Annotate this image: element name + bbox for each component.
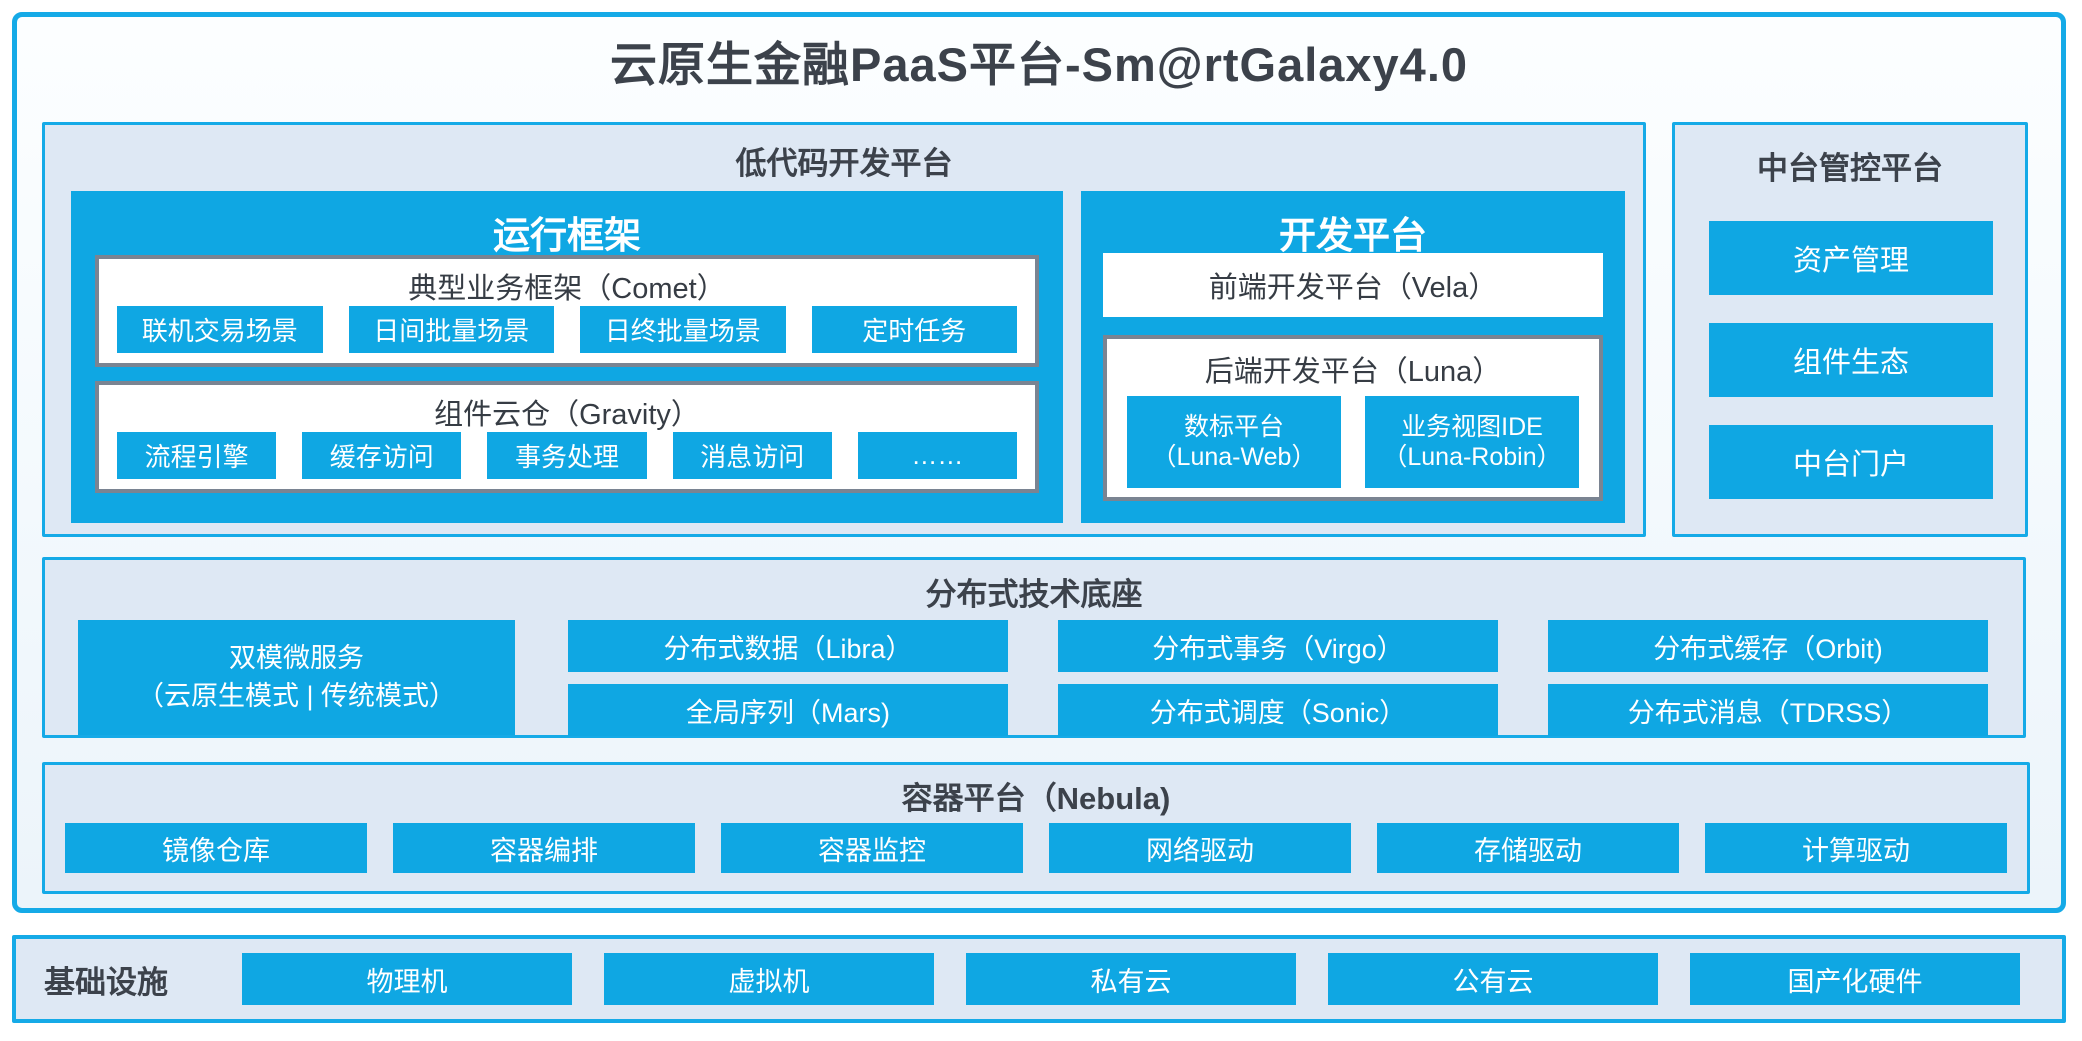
container-platform-title: 容器平台（Nebula) — [901, 781, 1171, 816]
compute-driver-item: 计算驱动 — [1705, 823, 2007, 873]
luna-robin-line1: 业务视图IDE — [1401, 413, 1543, 441]
luna-robin-item: 业务视图IDE （Luna-Robin） — [1365, 396, 1579, 488]
gravity-item: 流程引擎 — [117, 432, 277, 479]
lowcode-platform-section: 低代码开发平台 运行框架 典型业务框架（Comet） 联机交易场景 日间批量场景… — [42, 122, 1646, 537]
luna-web-item: 数标平台 （Luna-Web） — [1127, 396, 1341, 488]
mid-platform-title: 中台管控平台 — [1757, 151, 1943, 186]
runtime-framework-title: 运行框架 — [493, 215, 641, 256]
distributed-scheduling-box: 分布式调度（Sonic） — [1058, 684, 1498, 736]
comet-items-row: 联机交易场景 日间批量场景 日终批量场景 定时任务 — [117, 306, 1017, 353]
vela-frontend-box: 前端开发平台（Vela） — [1103, 253, 1603, 317]
distributed-message-box: 分布式消息（TDRSS） — [1548, 684, 1988, 736]
network-driver-item: 网络驱动 — [1049, 823, 1351, 873]
luna-backend-title: 后端开发平台（Luna） — [1204, 356, 1502, 388]
comet-framework-box: 典型业务框架（Comet） 联机交易场景 日间批量场景 日终批量场景 定时任务 — [95, 255, 1039, 367]
gravity-warehouse-box: 组件云仓（Gravity） 流程引擎 缓存访问 事务处理 消息访问 …… — [95, 381, 1039, 493]
runtime-framework-panel: 运行框架 典型业务框架（Comet） 联机交易场景 日间批量场景 日终批量场景 … — [71, 191, 1063, 523]
comet-item: 定时任务 — [811, 306, 1017, 353]
distributed-cache-box: 分布式缓存（Orbit) — [1548, 620, 1988, 672]
luna-items-row: 数标平台 （Luna-Web） 业务视图IDE （Luna-Robin） — [1127, 396, 1579, 488]
virtual-machine-item: 虚拟机 — [604, 953, 934, 1005]
domestic-hardware-item: 国产化硬件 — [1690, 953, 2020, 1005]
comet-item: 日间批量场景 — [348, 306, 554, 353]
dual-mode-microservice-box: 双模微服务 （云原生模式 | 传统模式） — [78, 620, 515, 735]
gravity-item: …… — [857, 432, 1018, 479]
gravity-items-row: 流程引擎 缓存访问 事务处理 消息访问 …… — [117, 432, 1018, 479]
infrastructure-title: 基础设施 — [44, 964, 168, 1000]
container-platform-section: 容器平台（Nebula) 镜像仓库 容器编排 容器监控 网络驱动 存储驱动 计算… — [42, 762, 2030, 894]
global-sequence-box: 全局序列（Mars) — [568, 684, 1008, 736]
gravity-item: 消息访问 — [672, 432, 832, 479]
component-ecosystem-item: 组件生态 — [1709, 323, 1993, 397]
luna-web-line2: （Luna-Web） — [1151, 443, 1317, 471]
dual-mode-line2: （云原生模式 | 传统模式） — [136, 680, 457, 711]
gravity-item: 事务处理 — [487, 432, 647, 479]
dev-platform-panel: 开发平台 前端开发平台（Vela） 后端开发平台（Luna） 数标平台 （Lun… — [1081, 191, 1625, 523]
container-orchestration-item: 容器编排 — [393, 823, 695, 873]
gravity-warehouse-title: 组件云仓（Gravity） — [434, 399, 700, 431]
public-cloud-item: 公有云 — [1328, 953, 1658, 1005]
dual-mode-line1: 双模微服务 — [229, 642, 364, 673]
infrastructure-section: 基础设施 物理机 虚拟机 私有云 公有云 国产化硬件 — [12, 935, 2066, 1023]
infrastructure-items-row: 物理机 虚拟机 私有云 公有云 国产化硬件 — [242, 953, 2020, 1005]
diagram-title: 云原生金融PaaS平台-Sm@rtGalaxy4.0 — [609, 38, 1469, 91]
dev-platform-title: 开发平台 — [1279, 215, 1427, 256]
physical-machine-item: 物理机 — [242, 953, 572, 1005]
distributed-base-section: 分布式技术底座 双模微服务 （云原生模式 | 传统模式） 分布式数据（Libra… — [42, 557, 2026, 738]
comet-framework-title: 典型业务框架（Comet） — [408, 273, 726, 305]
luna-backend-box: 后端开发平台（Luna） 数标平台 （Luna-Web） 业务视图IDE （Lu… — [1103, 335, 1603, 501]
comet-item: 联机交易场景 — [117, 306, 323, 353]
distributed-base-title: 分布式技术底座 — [925, 577, 1143, 612]
storage-driver-item: 存储驱动 — [1377, 823, 1679, 873]
comet-item: 日终批量场景 — [580, 306, 786, 353]
gravity-item: 缓存访问 — [302, 432, 462, 479]
distributed-transaction-box: 分布式事务（Virgo） — [1058, 620, 1498, 672]
image-registry-item: 镜像仓库 — [65, 823, 367, 873]
private-cloud-item: 私有云 — [966, 953, 1296, 1005]
luna-web-line1: 数标平台 — [1183, 413, 1284, 441]
asset-management-item: 资产管理 — [1709, 221, 1993, 295]
mid-platform-section: 中台管控平台 资产管理 组件生态 中台门户 — [1672, 122, 2028, 537]
lowcode-platform-title: 低代码开发平台 — [735, 146, 953, 181]
luna-robin-line2: （Luna-Robin） — [1382, 443, 1562, 471]
mid-platform-portal-item: 中台门户 — [1709, 425, 1993, 499]
container-monitoring-item: 容器监控 — [721, 823, 1023, 873]
distributed-data-box: 分布式数据（Libra） — [568, 620, 1008, 672]
container-items-row: 镜像仓库 容器编排 容器监控 网络驱动 存储驱动 计算驱动 — [65, 823, 2007, 873]
